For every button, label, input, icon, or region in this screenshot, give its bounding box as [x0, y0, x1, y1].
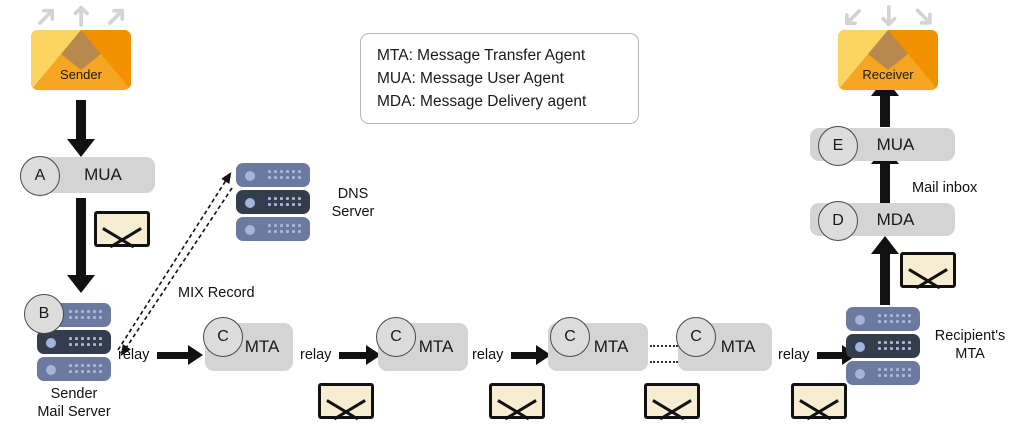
dotted-connector-lower: [650, 361, 678, 363]
server-unit-bottom: [37, 357, 111, 381]
dns-unit-top: [236, 163, 310, 187]
legend-line-mua: MUA: Message User Agent: [377, 70, 564, 87]
dns-server[interactable]: [236, 163, 310, 241]
server-unit-mid: [37, 330, 111, 354]
sender-mail-server-label: Sender Mail Server: [14, 385, 134, 421]
dns-server-label-line1: DNS: [337, 186, 369, 202]
arrow-mua-to-receiver: [871, 78, 899, 127]
relay-label-1: relay: [118, 347, 150, 363]
node-mta-2-label: MTA: [418, 337, 454, 356]
badge-c-2: C: [376, 317, 416, 357]
relay-label-3: relay: [472, 347, 504, 363]
arrow-relay-3: [511, 345, 551, 365]
sender-mail-server-label-line1: Sender: [50, 386, 98, 402]
recipient-mta-label-line1: Recipient's: [934, 328, 1006, 344]
legend-line-mda: MDA: Message Delivery agent: [377, 93, 587, 110]
recipient-unit-top: [846, 307, 920, 331]
mix-record-label: MIX Record: [178, 285, 255, 301]
node-mta-1-label: MTA: [244, 337, 280, 356]
envelope-icon-mua: [94, 211, 150, 247]
badge-c-4: C: [676, 317, 716, 357]
arrow-relay-1: [157, 345, 203, 365]
arrow-sender-to-mua: [67, 100, 95, 157]
badge-d: D: [818, 201, 858, 241]
arrow-relay-2: [339, 345, 381, 365]
arrow-relay-4: [817, 345, 857, 365]
receiver-envelope: Receiver: [838, 30, 938, 90]
sender-mail-server-label-line2: Mail Server: [37, 404, 111, 420]
badge-c-3: C: [550, 317, 590, 357]
relay-label-2: relay: [300, 347, 332, 363]
badge-b: B: [24, 294, 64, 334]
sender-envelope: Sender: [31, 30, 131, 90]
dns-unit-mid: [236, 190, 310, 214]
receiver-envelope-left-wing: [838, 30, 888, 90]
badge-e: E: [818, 126, 858, 166]
dns-server-label-line2: Server: [331, 204, 375, 220]
envelope-icon-mda: [900, 252, 956, 288]
arrow-mua-to-mailserver: [67, 198, 95, 293]
dns-unit-bottom: [236, 217, 310, 241]
node-mta-4-label: MTA: [720, 337, 756, 356]
badge-a: A: [20, 156, 60, 196]
relay-label-4: relay: [778, 347, 810, 363]
dns-query-arrows: [117, 171, 233, 357]
dotted-connector-upper: [650, 345, 678, 347]
envelope-icon-mta-1: [318, 383, 374, 419]
sender-label: Sender: [60, 67, 102, 82]
arrow-recipientmta-to-mda: [871, 236, 899, 305]
recipient-unit-bottom: [846, 361, 920, 385]
receiver-label: Receiver: [862, 67, 914, 82]
envelope-left-wing: [31, 30, 81, 90]
dns-server-label: DNS Server: [320, 185, 386, 221]
sender-motion-arrow-up: ➜: [64, 3, 98, 29]
legend-box: MTA: Message Transfer Agent MUA: Message…: [360, 33, 639, 124]
node-mua-sender-label: MUA: [84, 165, 122, 184]
receiver-motion-arrow-down: ➜: [872, 3, 906, 29]
envelope-icon-mta-4: [791, 383, 847, 419]
mail-inbox-label: Mail inbox: [912, 180, 978, 196]
node-mta-3-label: MTA: [593, 337, 629, 356]
arrow-mda-to-mua: [871, 146, 899, 203]
envelope-right-wing: [81, 30, 131, 90]
node-mua-receiver-label: MUA: [876, 134, 915, 154]
recipient-mta-label-line2: MTA: [955, 346, 985, 362]
recipient-unit-mid: [846, 334, 920, 358]
envelope-icon-mta-3: [644, 383, 700, 419]
node-mda-label: MDA: [876, 209, 915, 229]
legend-line-mta: MTA: Message Transfer Agent: [377, 47, 586, 64]
badge-c-1: C: [203, 317, 243, 357]
envelope-icon-mta-2: [489, 383, 545, 419]
receiver-envelope-right-wing: [888, 30, 938, 90]
recipient-mta-label: Recipient's MTA: [924, 327, 1016, 363]
recipient-mta-server[interactable]: [846, 307, 920, 385]
